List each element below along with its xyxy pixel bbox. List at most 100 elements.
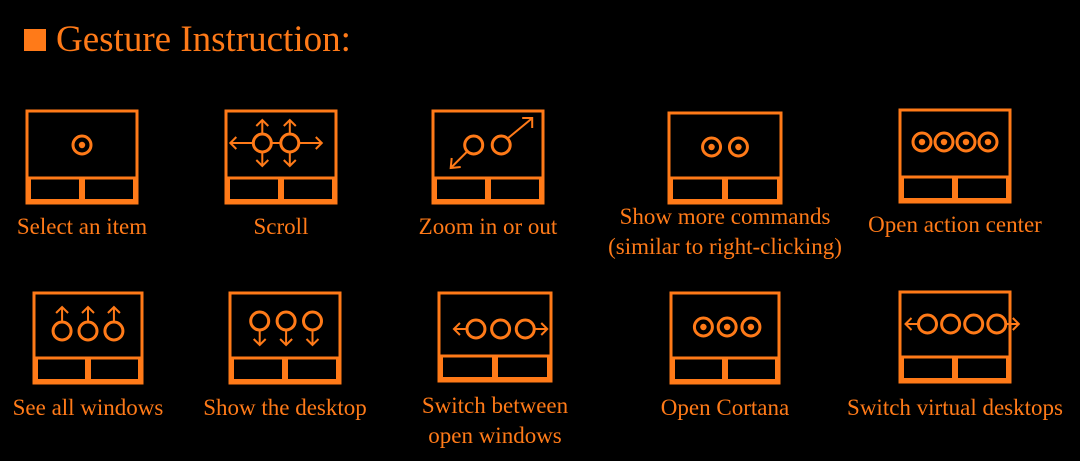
gesture-label: Show more commands: [619, 204, 831, 229]
finger-icon: [716, 316, 738, 338]
left-button: [28, 176, 82, 202]
finger-icon: [940, 313, 962, 335]
three-finger-swipe-horizontal-icon: [437, 291, 553, 383]
two-finger-scroll-icon: [224, 109, 338, 205]
right-button: [725, 356, 778, 382]
touchpad-outline: [667, 111, 783, 205]
gesture-label: Switch virtual desktops: [847, 395, 1063, 420]
gesture-label: open windows: [428, 423, 562, 448]
gesture-item: Zoom in or out: [368, 0, 608, 461]
finger-icon: [917, 313, 938, 335]
gesture-item: Open Cortana: [605, 0, 845, 461]
arrow-right-icon: [1012, 317, 1021, 331]
touchpad-outline: [228, 291, 342, 385]
arrow-down-icon: [279, 338, 293, 347]
finger-icon: [490, 318, 512, 340]
finger-icon: [692, 316, 714, 338]
finger-tap-dot: [723, 323, 731, 331]
finger-icon: [302, 310, 323, 332]
arrow-up-icon: [255, 118, 270, 127]
touchpad-outline: [669, 291, 781, 385]
gesture-label: Show the desktop: [203, 395, 367, 420]
gesture-item: Show more commands(similar to right-clic…: [605, 0, 845, 461]
finger-tap-dot: [735, 143, 742, 151]
touchpad-outline: [898, 290, 1012, 384]
gesture-item: See all windows: [0, 0, 208, 461]
touchpad-outline: [898, 108, 1012, 204]
finger-icon: [911, 131, 933, 153]
left-button: [35, 356, 88, 382]
gesture-item: Switch virtual desktops: [835, 0, 1075, 461]
arrow-down-icon: [255, 159, 270, 168]
right-button: [88, 356, 141, 382]
finger-icon: [514, 318, 536, 340]
right-button: [495, 354, 550, 380]
arrow-line: [450, 151, 468, 168]
finger-tap-dot: [700, 323, 707, 331]
left-button: [670, 176, 725, 202]
one-finger-tap-icon: [25, 109, 139, 205]
three-finger-tap-icon: [669, 291, 781, 385]
gesture-label: Open Cortana: [660, 395, 790, 420]
finger-icon: [71, 134, 93, 156]
finger-icon: [740, 316, 762, 338]
finger-icon: [701, 136, 723, 158]
finger-icon: [103, 320, 125, 342]
finger-icon: [977, 131, 999, 153]
finger-icon: [77, 320, 99, 342]
right-button: [82, 176, 136, 202]
arrow-left-icon: [904, 317, 913, 331]
arrow-up-icon: [283, 118, 297, 127]
finger-icon: [963, 313, 985, 335]
finger-icon: [275, 310, 297, 332]
finger-icon: [933, 131, 955, 153]
bullet-square-icon: [24, 29, 46, 51]
arrow-down-icon: [283, 159, 297, 168]
three-finger-swipe-up-icon: [32, 291, 144, 385]
touchpad-outline: [431, 109, 545, 205]
four-finger-tap-icon: [898, 108, 1012, 204]
arrow-right-icon: [315, 136, 324, 150]
arrow-up-icon: [81, 305, 95, 314]
left-button: [440, 354, 495, 380]
touchpad-outline: [32, 291, 144, 385]
left-button: [672, 356, 725, 382]
finger-tap-dot: [708, 143, 715, 151]
gesture-label: Open action center: [868, 212, 1042, 237]
finger-icon: [51, 320, 73, 342]
left-button: [901, 355, 955, 381]
finger-icon: [986, 313, 1008, 335]
finger-tap-dot: [78, 141, 86, 149]
gesture-label: Select an item: [16, 214, 148, 239]
arrow-right-icon: [540, 322, 549, 336]
gesture-label: See all windows: [12, 395, 164, 420]
left-button: [901, 175, 955, 201]
finger-icon: [727, 136, 749, 158]
arrow-left-icon: [452, 322, 461, 336]
gesture-item: Show the desktop: [165, 0, 405, 461]
finger-tap-dot: [940, 138, 948, 146]
header: Gesture Instruction:: [24, 18, 351, 62]
arrow-line: [507, 118, 532, 139]
left-button: [227, 176, 281, 202]
finger-tap-dot: [918, 138, 926, 146]
finger-icon: [249, 310, 271, 332]
arrow-down-icon: [252, 338, 267, 347]
finger-icon: [955, 131, 977, 153]
gesture-item: Open action center: [835, 0, 1075, 461]
arrow-up-icon: [107, 305, 121, 314]
touchpad-outline: [437, 291, 553, 383]
finger-icon: [490, 134, 512, 156]
two-finger-tap-icon: [667, 111, 783, 205]
right-button: [281, 176, 335, 202]
gesture-item: Scroll: [161, 0, 401, 461]
arrow-left-icon: [228, 136, 238, 150]
finger-icon: [463, 134, 485, 156]
gesture-label: Scroll: [253, 214, 309, 239]
right-button: [285, 356, 339, 382]
left-button: [434, 176, 488, 202]
gesture-label: Switch between: [421, 393, 569, 418]
page-title: Gesture Instruction:: [56, 19, 351, 60]
right-button: [725, 176, 780, 202]
arrow-up-icon: [55, 305, 69, 314]
